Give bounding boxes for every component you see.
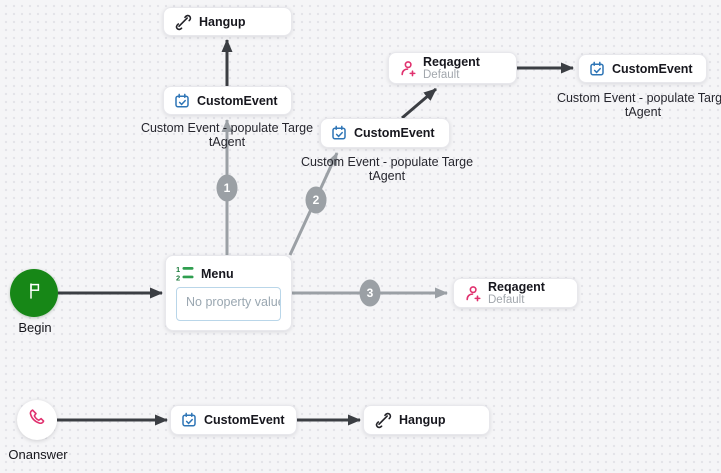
node-title: CustomEvent <box>612 61 693 76</box>
svg-text:2: 2 <box>313 193 320 207</box>
svg-text:3: 3 <box>367 286 374 300</box>
node-customevent-mid[interactable]: CustomEvent <box>320 118 450 148</box>
menu-property-field[interactable]: No property value <box>176 287 281 321</box>
calendar-check-icon <box>331 125 347 141</box>
edge-badge-3[interactable]: 3 <box>359 279 381 307</box>
node-onanswer-label: Onanswer <box>8 447 68 462</box>
svg-text:1: 1 <box>224 181 231 195</box>
hangup-icon <box>174 13 192 31</box>
node-title: Hangup <box>399 413 446 427</box>
node-title: CustomEvent <box>197 93 278 108</box>
ordered-list-icon: 1 2 <box>176 265 194 282</box>
node-title: Hangup <box>199 14 246 29</box>
node-hangup-bottom[interactable]: Hangup <box>363 405 490 435</box>
node-title: CustomEvent <box>204 413 285 427</box>
node-onanswer[interactable] <box>17 400 57 440</box>
node-title: Menu <box>201 266 234 281</box>
node-subtitle: Default <box>423 69 460 82</box>
calendar-check-icon <box>589 61 605 77</box>
node-title: Reqagent <box>488 279 545 294</box>
node-caption: Custom Event - populate Targe tAgent <box>301 155 473 183</box>
caption-line: tAgent <box>208 135 246 149</box>
svg-text:2: 2 <box>176 274 180 282</box>
flag-icon <box>23 280 45 307</box>
caption-line: Custom Event - populate Targe <box>556 91 721 105</box>
user-plus-icon <box>464 285 481 302</box>
calendar-check-icon <box>181 412 197 428</box>
node-title: Reqagent <box>423 54 480 69</box>
node-customevent-left[interactable]: CustomEvent <box>163 86 292 115</box>
edge-badge-2[interactable]: 2 <box>305 186 327 214</box>
node-menu[interactable]: 1 2 Menu No property value <box>165 255 292 331</box>
caption-line: Custom Event - populate Targe <box>300 155 474 169</box>
caption-line: tAgent <box>368 169 406 183</box>
hangup-icon <box>374 411 392 429</box>
node-hangup-top[interactable]: Hangup <box>163 7 292 36</box>
phone-icon <box>28 408 47 432</box>
node-reqagent-right[interactable]: Reqagent Default <box>453 278 578 308</box>
user-plus-icon <box>399 60 416 77</box>
node-title: CustomEvent <box>354 126 435 140</box>
node-caption: Custom Event - populate Targe tAgent <box>557 91 721 119</box>
node-begin-label: Begin <box>18 320 52 335</box>
node-reqagent-top[interactable]: Reqagent Default <box>388 52 517 84</box>
edge-customevent-mid-to-reqagent-top[interactable] <box>401 87 437 120</box>
node-subtitle: Default <box>488 294 525 307</box>
node-customevent-bottom[interactable]: CustomEvent <box>170 405 297 435</box>
caption-line: Custom Event - populate Targe <box>140 121 314 135</box>
svg-text:1: 1 <box>176 265 180 274</box>
node-begin[interactable] <box>10 269 58 317</box>
node-caption: Custom Event - populate Targe tAgent <box>141 121 313 149</box>
node-customevent-topright[interactable]: CustomEvent <box>578 54 707 83</box>
edge-badge-1[interactable]: 1 <box>216 174 238 202</box>
calendar-check-icon <box>174 93 190 109</box>
caption-line: tAgent <box>624 105 662 119</box>
